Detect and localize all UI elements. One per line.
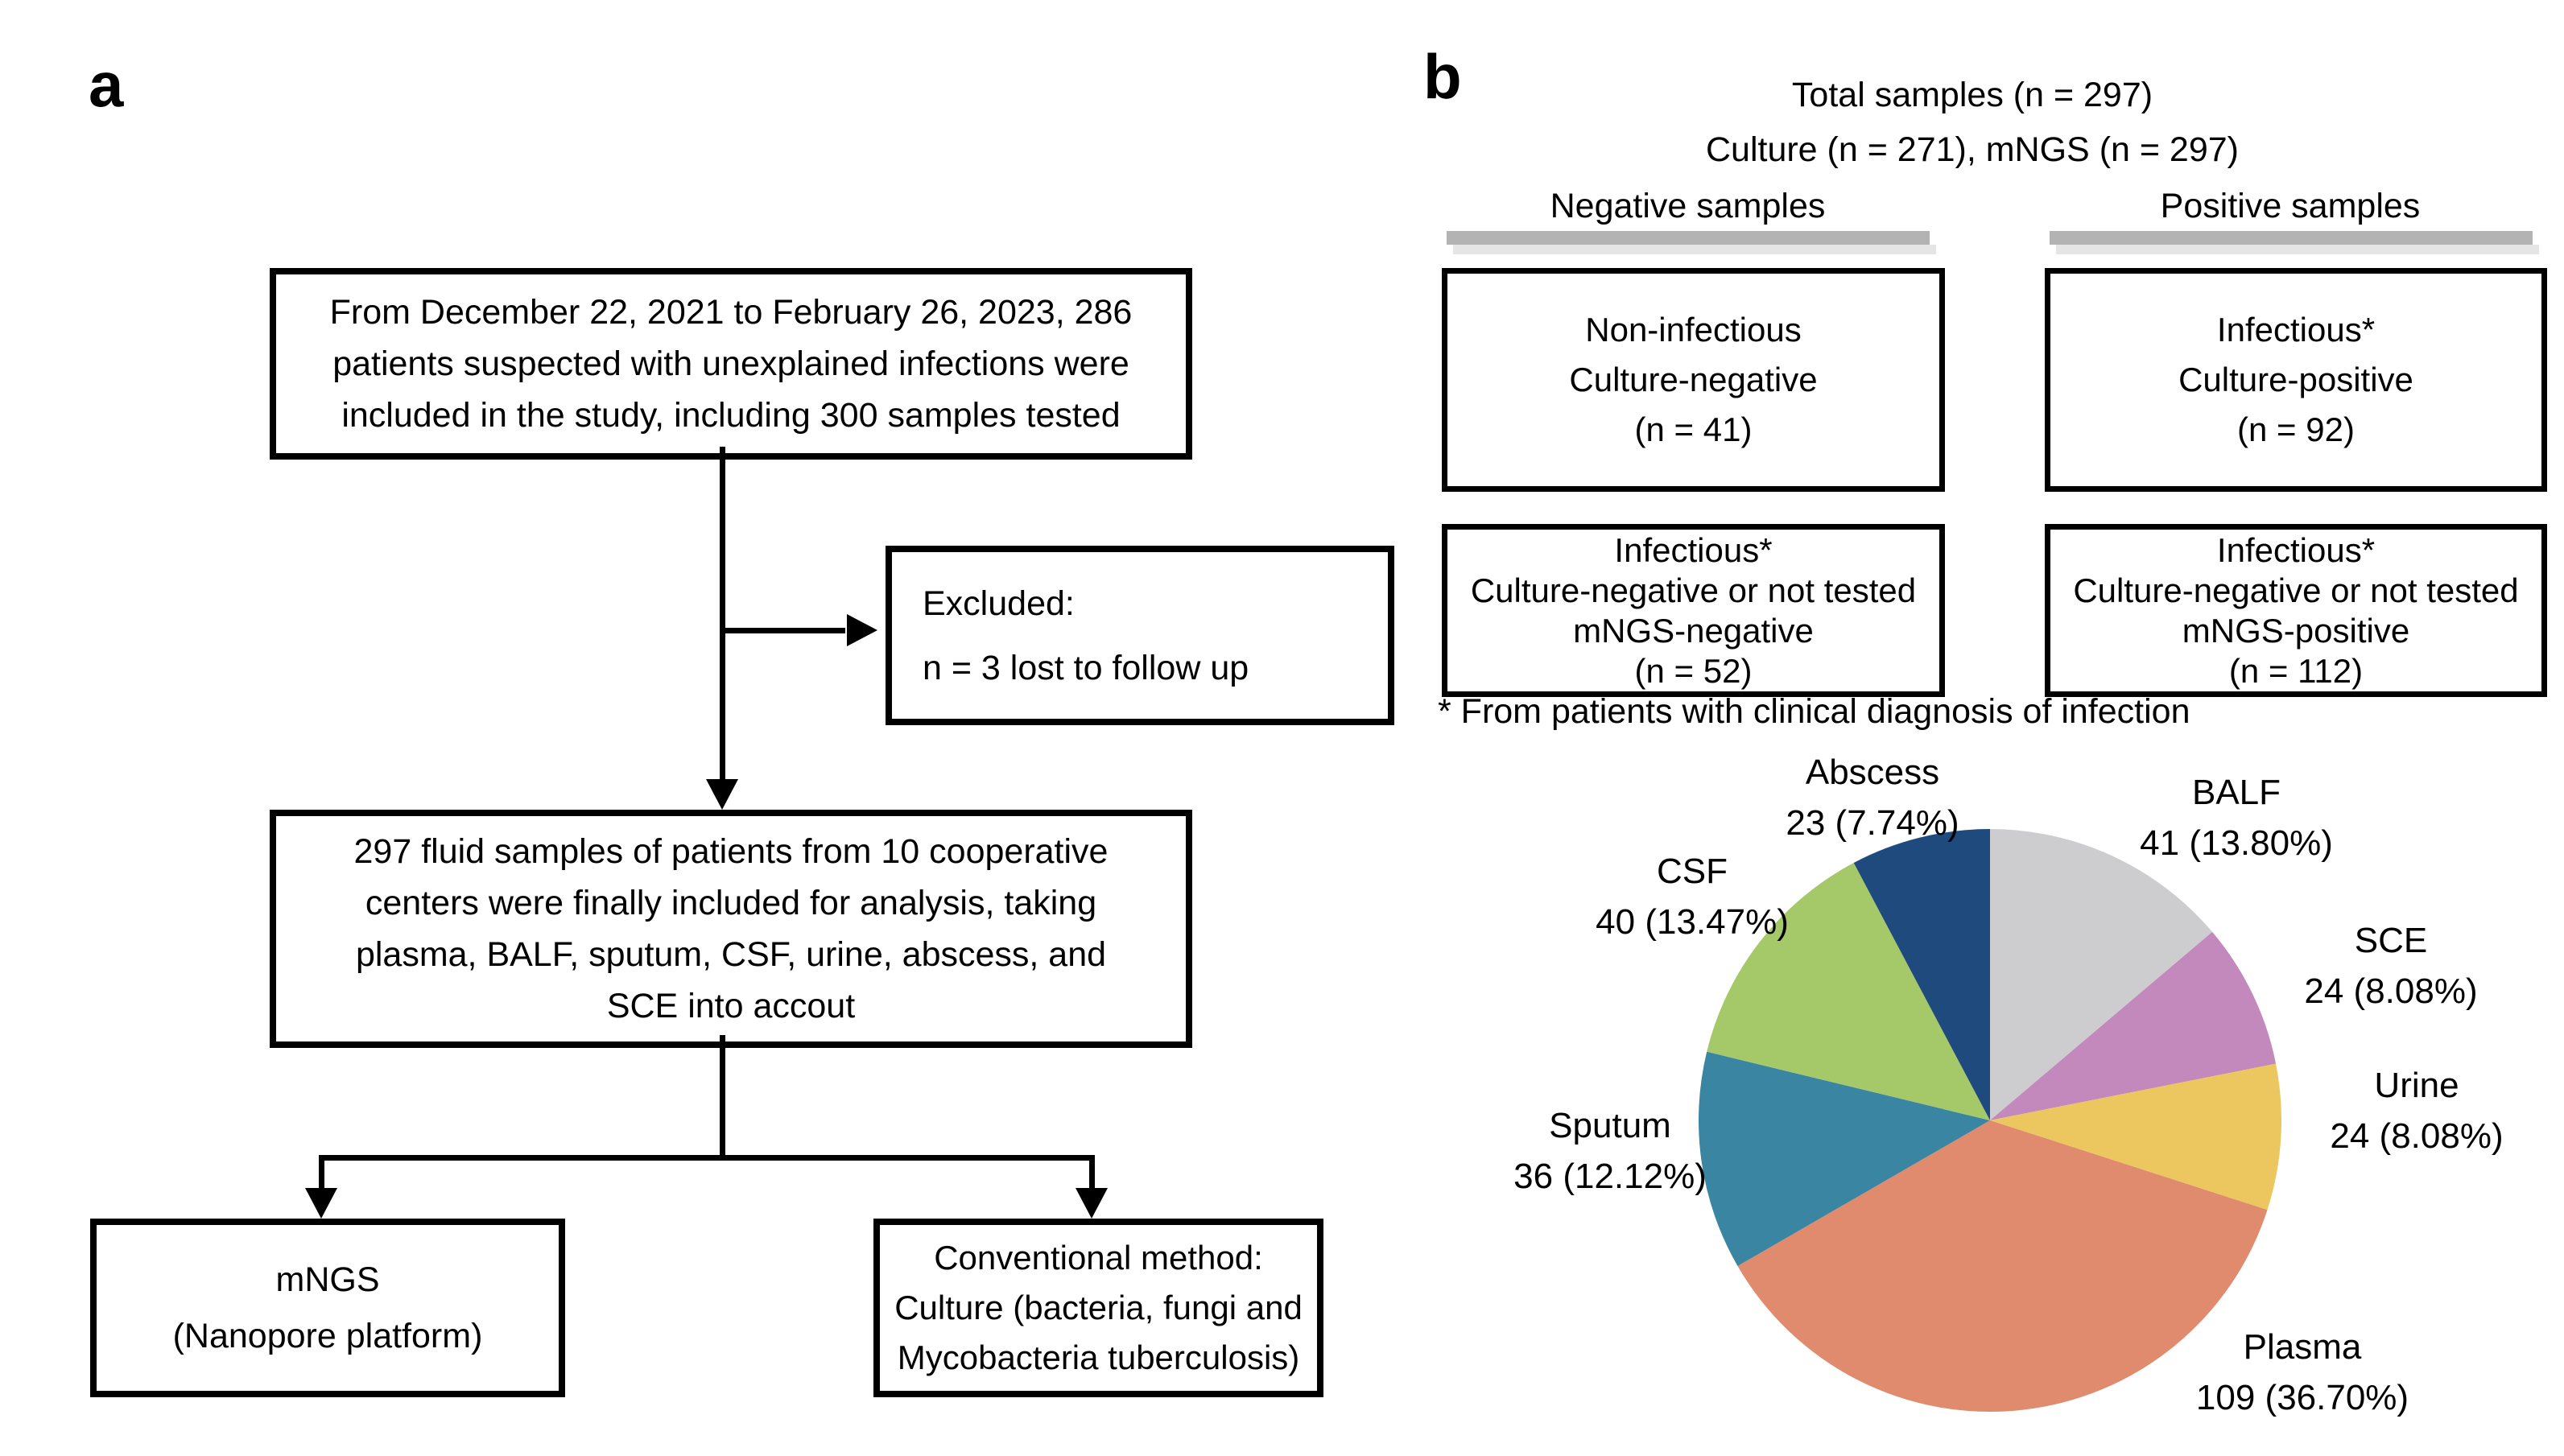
pie-label-balf: BALF 41 (13.80%) bbox=[2140, 773, 2333, 863]
flow-box-enrollment: From December 22, 2021 to February 26, 2… bbox=[270, 268, 1192, 460]
pie-label-plasma: Plasma 109 (36.70%) bbox=[2195, 1327, 2409, 1417]
connector-horizontal-bar bbox=[319, 1155, 1095, 1161]
box-noninfectious-culture-negative: Non-infectious Culture-negative (n = 41) bbox=[1442, 268, 1945, 492]
connector-drop-right bbox=[1089, 1155, 1095, 1189]
pie-slice-plasma bbox=[1737, 1120, 2268, 1412]
connector-branch-excluded bbox=[722, 628, 845, 633]
pie-label-abscess: Abscess 23 (7.74%) bbox=[1786, 753, 1959, 843]
connector-drop-left bbox=[319, 1155, 324, 1189]
pie-slice-balf bbox=[1990, 829, 2213, 1120]
panel-a-label: a bbox=[89, 49, 124, 120]
flow-box-mngs: mNGS (Nanopore platform) bbox=[90, 1219, 565, 1397]
arrowhead-down-left-icon bbox=[305, 1188, 337, 1219]
positive-divider-dark bbox=[2050, 231, 2533, 245]
flow-box-conventional: Conventional method: Culture (bacteria, … bbox=[873, 1219, 1323, 1397]
positive-samples-header: Positive samples bbox=[2160, 187, 2421, 225]
asterisk-footnote: * From patients with clinical diagnosis … bbox=[1438, 692, 2190, 731]
pie-slice-urine bbox=[1990, 1063, 2281, 1211]
panel-b-label: b bbox=[1423, 41, 1462, 112]
pie-slice-csf bbox=[1707, 863, 1990, 1120]
arrowhead-down-1-icon bbox=[706, 779, 738, 810]
pie-slice-abscess bbox=[1853, 829, 1990, 1120]
panel-b-title: Total samples (n = 297) Culture (n = 271… bbox=[1705, 76, 2239, 169]
box-infectious-culture-positive: Infectious* Culture-positive (n = 92) bbox=[2045, 268, 2547, 492]
box-infectious-mngs-negative: Infectious* Culture-negative or not test… bbox=[1442, 524, 1945, 697]
pie-label-urine: Urine 24 (8.08%) bbox=[2330, 1066, 2504, 1156]
arrowhead-down-right-icon bbox=[1076, 1188, 1108, 1219]
pie-slice-sce bbox=[1990, 931, 2277, 1120]
connector-vertical-2 bbox=[720, 1035, 725, 1157]
pie-label-csf: CSF 40 (13.47%) bbox=[1596, 852, 1789, 942]
pie-label-sputum: Sputum 36 (12.12%) bbox=[1513, 1106, 1707, 1196]
connector-vertical-1 bbox=[720, 447, 725, 785]
negative-divider-light bbox=[1453, 245, 1936, 254]
flow-box-included: 297 fluid samples of patients from 10 co… bbox=[270, 810, 1192, 1048]
negative-samples-header: Negative samples bbox=[1550, 187, 1826, 225]
positive-divider-light bbox=[2056, 245, 2539, 254]
negative-divider-dark bbox=[1447, 231, 1930, 245]
pie-label-sce: SCE 24 (8.08%) bbox=[2304, 921, 2478, 1011]
box-infectious-mngs-positive: Infectious* Culture-negative or not test… bbox=[2045, 524, 2547, 697]
pie-chart bbox=[1699, 829, 2281, 1412]
pie-slice-sputum bbox=[1699, 1051, 1990, 1266]
arrowhead-right-icon bbox=[847, 614, 877, 646]
flow-box-excluded: Excluded: n = 3 lost to follow up bbox=[886, 546, 1394, 725]
